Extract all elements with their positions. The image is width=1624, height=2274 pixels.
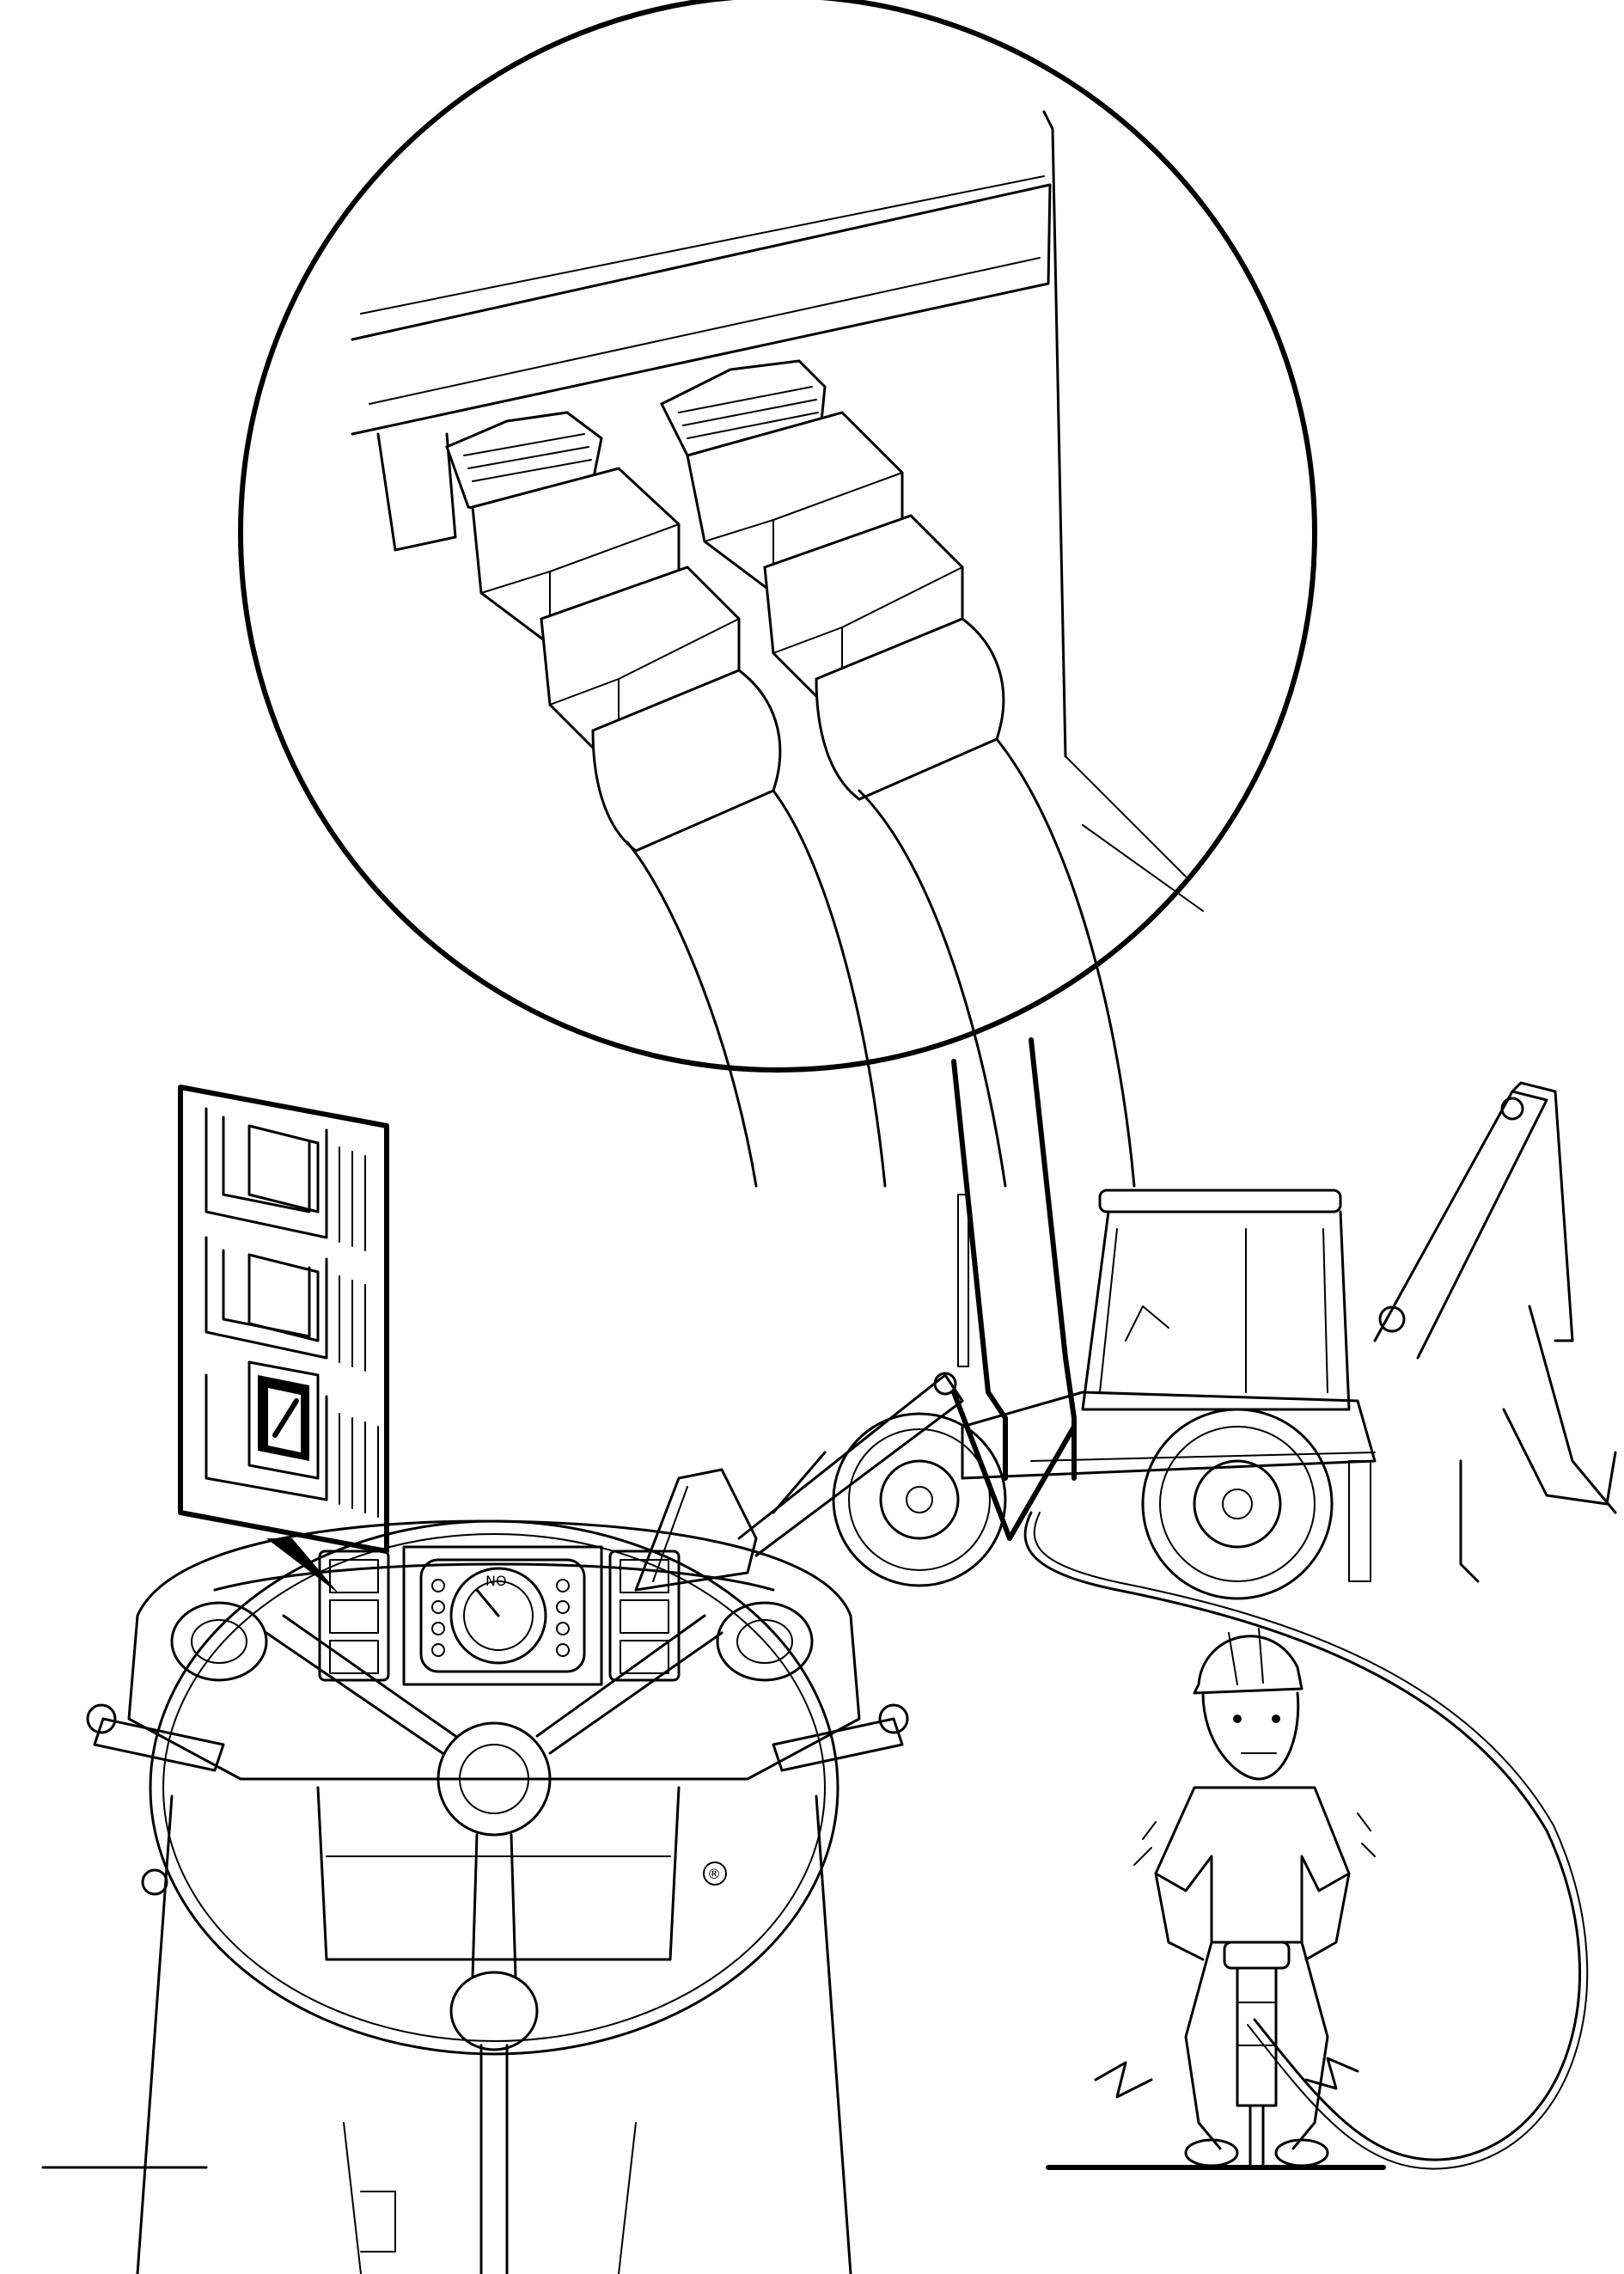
breaker-handle: [1223, 1941, 1291, 1970]
right-hose-coupling: [659, 359, 1136, 1188]
front-bucket: [634, 1468, 758, 1592]
steering-wheel: [149, 1519, 839, 2056]
svg-text:®: ®: [707, 1866, 721, 1882]
gauge-marking: NO: [485, 1573, 507, 1589]
tachometer-gauge: [449, 1567, 547, 1665]
front-wheel: [832, 1412, 1007, 1587]
detail-pointer: [951, 1037, 1077, 1541]
instrument-cluster: NO: [402, 1545, 603, 1686]
rocker-switch-top: [205, 1107, 366, 1251]
magnifier-circle: [238, 0, 1317, 1073]
left-hose-coupling: [445, 411, 887, 1188]
cab: [1081, 1189, 1351, 1411]
backhoe-loader: [634, 1081, 1617, 1600]
rocker-switch-middle: [205, 1236, 366, 1372]
switch-panel-detail: [178, 1085, 389, 1594]
left-switch-cluster: [318, 1550, 390, 1682]
hard-hat: [1193, 1635, 1303, 1695]
backhoe-arm: [1348, 1081, 1617, 1583]
manifold-block: [351, 110, 1067, 758]
tractor-dashboard: NO: [86, 1519, 909, 2274]
hose-coupling-detail-circle: [238, 0, 1317, 1188]
rear-wheel: [1141, 1408, 1334, 1600]
breaker-operator: [1046, 1628, 1386, 2170]
brand-mark: [703, 1861, 727, 1886]
right-switch-cluster: [608, 1550, 681, 1682]
rocker-switch-breaker: [205, 1360, 379, 1518]
hydraulic-hose-line: [1023, 1511, 1581, 2161]
